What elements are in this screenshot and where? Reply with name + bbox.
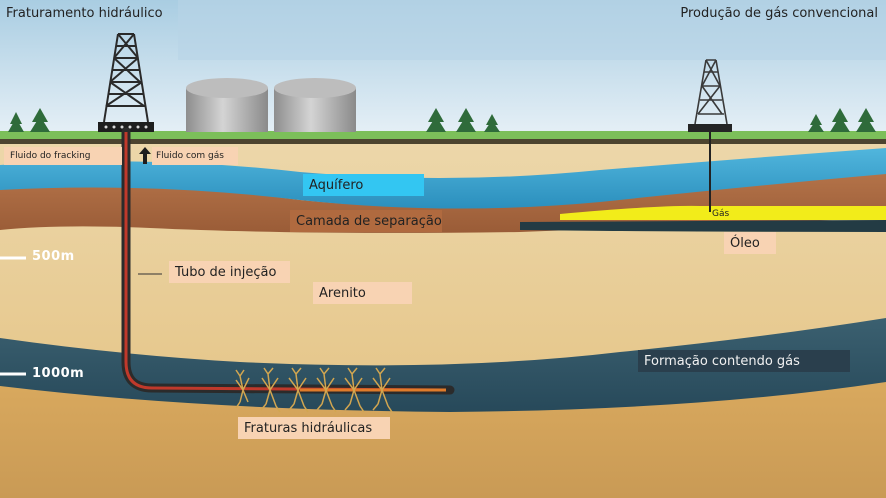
rig-base-lights (104, 125, 148, 129)
left-title: Fraturamento hidráulico (6, 6, 163, 21)
right-title: Produção de gás convencional (680, 6, 878, 21)
fractures-label: Fraturas hidráulicas (238, 417, 390, 439)
fracture-icon (344, 367, 365, 413)
aquifer-label: Aquífero (303, 174, 424, 196)
separation-text: Camada de separação (296, 213, 442, 229)
gas-label: Gás (712, 209, 730, 219)
fracking-fluid-label: Fluido do fracking (4, 147, 122, 165)
deep-rock-layer (0, 380, 886, 498)
fracture-icon (372, 367, 393, 413)
soil-line (0, 139, 886, 144)
drilling-rig-icon (98, 33, 154, 132)
gas-formation-text: Formação contendo gás (644, 353, 800, 369)
pine-tree-icon (456, 108, 476, 132)
pine-tree-icon (484, 114, 500, 132)
drilling-rig-icon (688, 59, 732, 132)
storage-tank-icon (186, 78, 268, 132)
sky-band (178, 0, 886, 60)
oil-text: Óleo (730, 235, 760, 251)
aquifer-layer (0, 148, 886, 209)
fracture-icon (288, 367, 309, 413)
fracking-fluid-text: Fluido do fracking (10, 151, 91, 161)
gas-formation-label: Formação contendo gás (638, 350, 850, 372)
aquifer-text: Aquífero (309, 177, 364, 193)
fractures-text: Fraturas hidráulicas (244, 420, 373, 436)
injection-tube-core (124, 132, 447, 392)
depth-1000-label: 1000m (32, 366, 85, 381)
pine-tree-icon (808, 114, 824, 132)
sandstone-label: Arenito (313, 282, 412, 304)
injection-tube-label: Tubo de injeção (169, 261, 290, 283)
separation-label: Camada de separação (290, 210, 442, 232)
fracture-icon (316, 367, 337, 413)
grass-strip (0, 131, 886, 139)
pine-tree-icon (830, 108, 850, 132)
depth-500-label: 500m (32, 249, 75, 264)
gas-pocket (560, 205, 886, 220)
pine-tree-icon (8, 112, 24, 132)
injection-tube-text: Tubo de injeção (175, 264, 277, 280)
fracture-icon (235, 369, 250, 409)
storage-tank-icon (274, 78, 356, 132)
oil-layer-band (520, 220, 886, 232)
pine-tree-icon (30, 108, 50, 132)
oil-label: Óleo (724, 232, 776, 254)
arrow-up-icon (139, 147, 151, 164)
gas-fluid-text: Fluido com gás (156, 151, 224, 161)
pine-tree-icon (426, 108, 446, 132)
fracture-icon (260, 367, 281, 413)
gas-fluid-label: Fluido com gás (152, 147, 238, 165)
pine-tree-icon (856, 108, 876, 132)
sandstone-text: Arenito (319, 285, 366, 301)
